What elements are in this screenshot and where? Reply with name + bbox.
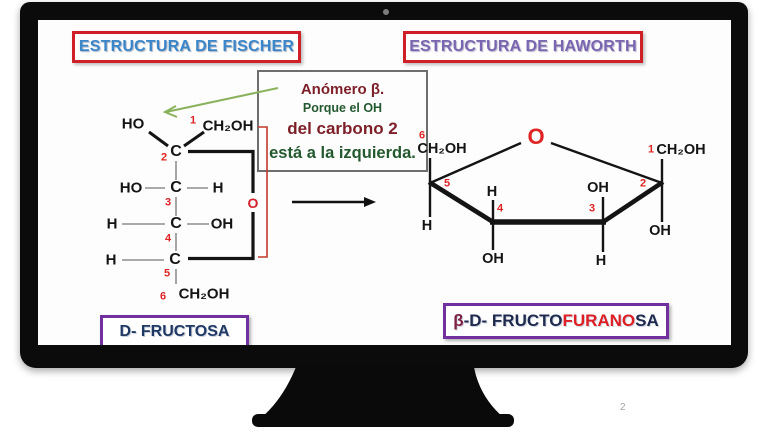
annotation-line-1: Anómero β. [300,81,385,98]
stand-neck [262,367,503,417]
hw-bond-c3-c2 [601,180,665,224]
fischer-c6-group: CH₂OH [178,285,230,303]
haworth-c4-below: OH [482,250,504,267]
haworth-caption-beta: β [453,311,464,330]
fischer-c2-atom: C [170,143,182,160]
reaction-arrow-head [364,197,376,207]
fischer-caption: D- FRUCTOSA [119,323,230,340]
fischer-caption-box: D- FRUCTOSA [100,315,249,345]
fischer-ring-top [188,149,255,193]
fischer-c3-left: HO [119,179,143,197]
fischer-title-box: ESTRUCTURA DE FISCHER [72,31,301,63]
annotation-line-3: del carbono 2 [287,119,398,138]
haworth-c4-above: H [486,183,498,200]
bond-c2-c1 [183,130,205,148]
haworth-title-box: ESTRUCTURA DE HAWORTH [403,31,643,63]
fischer-c5-left: H [105,251,117,269]
haworth-c5-below: H [421,217,433,234]
haworth-caption-sa: SA [635,311,659,330]
slide-screen: ESTRUCTURA DE FISCHER ESTRUCTURA DE HAWO… [38,20,731,345]
monitor-stand [252,367,514,427]
haworth-caption-furano: FURANO [562,311,636,330]
ring-bracket [258,126,268,258]
fischer-title: ESTRUCTURA DE FISCHER [78,38,295,55]
haworth-c3-number: 3 [588,202,596,215]
haworth-c6-number: 6 [418,129,426,142]
fischer-c5-atom: C [169,251,181,268]
haworth-title: ESTRUCTURA DE HAWORTH [409,38,637,55]
fischer-c2-oh-label: HO [121,115,145,133]
haworth-c3-below: H [595,252,607,269]
fischer-c1-group: CH₂OH [202,117,254,135]
fischer-c4-left: H [106,215,118,233]
hw-bond-o-c5 [429,141,522,185]
fischer-c2-number: 2 [160,151,168,164]
haworth-c2-number: 2 [639,177,647,190]
annotation-line-4: está a la izquierda. [269,144,416,162]
fischer-c3-atom: C [170,179,182,196]
fischer-ring-oxygen: O [247,195,259,211]
fischer-c5-number: 5 [163,267,171,280]
hw-bond-c5-c4 [427,180,495,224]
fischer-c1-number: 1 [189,114,197,127]
haworth-ring-oxygen: O [527,124,545,149]
haworth-c1-number: 1 [647,143,655,156]
page-number: 2 [620,402,626,413]
fischer-c4-atom: C [170,215,182,232]
green-pointer-head [162,105,178,118]
stand-base [252,414,514,427]
fischer-c3-right: H [212,179,224,197]
bond-ho-c2 [148,130,169,148]
fischer-c4-number: 4 [164,232,172,245]
bond-overlay [122,87,665,284]
monitor-frame: ESTRUCTURA DE FISCHER ESTRUCTURA DE HAWO… [20,2,748,368]
fischer-c3-number: 3 [164,196,172,209]
hw-bond-o-c2 [550,141,663,185]
fischer-c4-right: OH [210,215,234,233]
green-pointer-line [165,87,279,113]
annotation-line-2: Porque el OH [302,101,383,115]
haworth-caption-d: -D- FRUCTO [463,311,563,330]
annotation-box: Anómero β. Porque el OH del carbono 2 es… [257,70,428,172]
haworth-c4-number: 4 [496,202,504,215]
haworth-c5-number: 5 [443,177,451,190]
camera-icon [383,9,389,15]
haworth-c2-below: OH [649,222,671,239]
fischer-c6-number: 6 [159,290,167,303]
fischer-ring-bottom [188,212,255,261]
haworth-c1-group: CH₂OH [656,141,706,158]
haworth-c6-group: CH₂OH [417,140,467,157]
haworth-c3-above: OH [587,179,609,196]
